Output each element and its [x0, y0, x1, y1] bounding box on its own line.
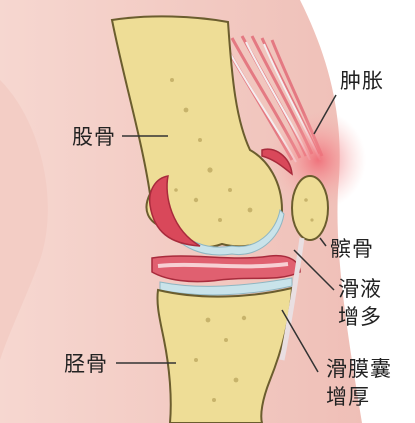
label-synovium-2: 增厚: [326, 384, 370, 410]
label-patella: 髌骨: [330, 236, 374, 262]
patella-bone: [292, 176, 328, 240]
label-tibia: 胫骨: [64, 351, 108, 377]
label-synovium-1: 滑膜囊: [326, 356, 392, 382]
joint-space-line: [158, 264, 288, 266]
synovial-fluid: [152, 256, 300, 282]
label-femur: 股骨: [72, 124, 116, 150]
label-swelling: 肿胀: [340, 68, 384, 94]
label-synovial-fluid-2: 增多: [338, 304, 382, 330]
label-synovial-fluid-1: 滑液: [338, 276, 382, 302]
